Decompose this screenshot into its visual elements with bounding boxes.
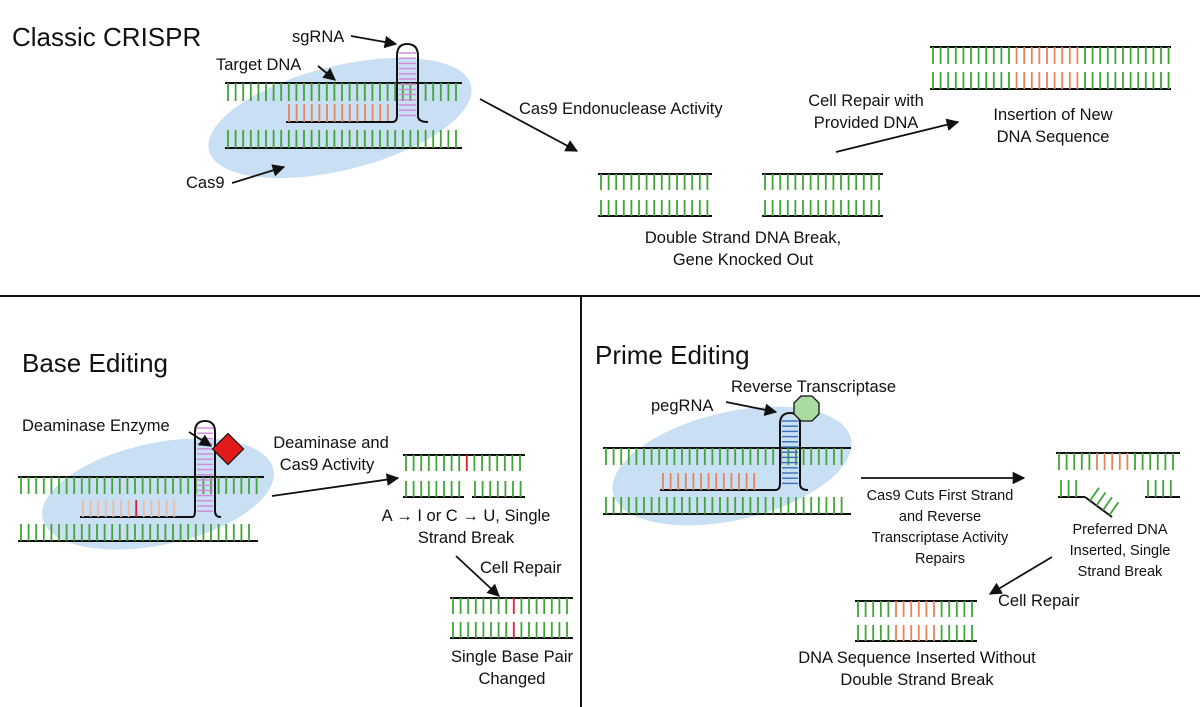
dna-flap-backbone (1084, 496, 1113, 518)
deaminase-label: Deaminase Enzyme (22, 417, 170, 435)
deaminase-enzyme (211, 432, 245, 466)
sgrna-base-pairs (399, 52, 416, 117)
base-editing-panel: Base Editing Deaminase Enzyme Deaminase … (18, 348, 573, 688)
prime-result1-line1: Preferred DNA (1072, 522, 1167, 538)
sgrna-hairpin (363, 42, 429, 123)
classic-crispr-panel: Classic CRISPR sgRNA Target DNA Cas9 Cas… (12, 22, 1171, 269)
arrow-deaminase-activity (271, 473, 400, 497)
dsb-result-line2: Gene Knocked Out (673, 251, 814, 269)
cell-repair-line2: Provided DNA (814, 114, 919, 132)
base-changed-dna (450, 597, 573, 639)
double-strand-break-dna (598, 173, 883, 217)
base-sgrna-hairpin (181, 419, 222, 518)
prime-result1-line3: Strand Break (1078, 564, 1163, 580)
dna-flap-base (1089, 487, 1100, 502)
single-strand-break-dna (403, 454, 525, 498)
inserted-sequence-dna (930, 46, 1171, 90)
base-title: Base Editing (22, 348, 168, 378)
pegrna-base-pairs (782, 420, 798, 485)
dna-flap-base (1102, 496, 1113, 511)
prime-result2-line1: DNA Sequence Inserted Without (798, 649, 1036, 667)
prime-target-dna (603, 447, 851, 515)
cas9-protein-prime (612, 406, 852, 526)
base-cell-repair-label: Cell Repair (480, 559, 562, 577)
reverse-transcriptase (793, 395, 820, 422)
dna-flap-base (1108, 501, 1120, 516)
rt-label: Reverse Transcriptase (731, 378, 896, 396)
arrow-cas9-activity (479, 98, 579, 152)
base-result2-line2: Changed (479, 670, 546, 688)
prime-cell-repair-label: Cell Repair (998, 592, 1080, 610)
base-result1-line2: Strand Break (418, 529, 515, 547)
classic-title: Classic CRISPR (12, 22, 201, 52)
sgrna-label: sgRNA (292, 28, 344, 46)
cas9-pointer (231, 164, 286, 184)
target-dna-pointer (317, 65, 336, 81)
pegrna-pointer (725, 401, 778, 416)
target-dna-label: Target DNA (216, 56, 301, 74)
classic-target-dna (225, 82, 462, 149)
insertion-line2: DNA Sequence (997, 128, 1110, 146)
pegrna-label: pegRNA (651, 397, 713, 415)
cas9-label: Cas9 (186, 174, 225, 192)
sgrna-pointer (350, 35, 398, 49)
prime-step1-line2: and Reverse (899, 509, 981, 525)
base-result1-line1: A → I or C → U, Single (382, 507, 551, 525)
deaminase-activity-line1: Deaminase and (273, 434, 389, 452)
arrow-prime-cell-repair (988, 556, 1053, 595)
prime-step1-line4: Repairs (915, 551, 965, 567)
pegrna-hairpin (757, 411, 809, 491)
prime-result1-line2: Inserted, Single (1070, 543, 1171, 559)
dna-flap-base (1095, 491, 1107, 507)
arrow-cell-repair (835, 118, 960, 153)
prime-step1-line3: Transcriptase Activity (872, 530, 1009, 546)
deaminase-pointer (188, 431, 213, 447)
deaminase-activity-line2: Cas9 Activity (280, 456, 375, 474)
cas9-activity-label: Cas9 Endonuclease Activity (519, 100, 723, 118)
prime-inserted-dna (855, 600, 977, 642)
base-result2-line1: Single Base Pair (451, 648, 573, 666)
prime-result2-line2: Double Strand Break (840, 671, 994, 689)
prime-title: Prime Editing (595, 340, 750, 370)
prime-single-strand-break-dna (1056, 452, 1180, 518)
base-target-dna (18, 476, 264, 542)
dsb-result-line1: Double Strand DNA Break, (645, 229, 841, 247)
cell-repair-line1: Cell Repair with (808, 92, 924, 110)
insertion-line1: Insertion of New (993, 106, 1112, 124)
prime-editing-panel: Prime Editing Reverse Transcriptase pegR… (595, 340, 1180, 689)
prime-step1-line1: Cas9 Cuts First Strand (867, 488, 1014, 504)
arrow-base-cell-repair (455, 555, 500, 597)
